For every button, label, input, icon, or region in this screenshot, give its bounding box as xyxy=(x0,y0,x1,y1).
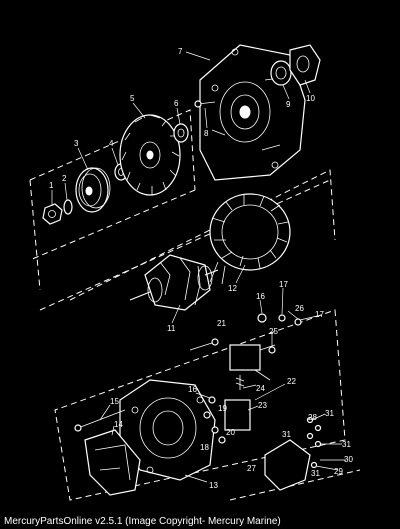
retainer-plate-part-10 xyxy=(289,44,321,86)
callout-5: 5 xyxy=(130,94,135,103)
callout-17-repeat: 17 xyxy=(315,310,324,319)
callout-2: 2 xyxy=(62,174,67,183)
callout-7: 7 xyxy=(178,47,183,56)
callout-31: 31 xyxy=(325,409,334,418)
callout-30: 30 xyxy=(344,455,353,464)
callout-1: 1 xyxy=(49,181,54,190)
callout-14: 14 xyxy=(114,420,123,429)
collar-part-6 xyxy=(173,123,189,143)
callout-16: 16 xyxy=(256,292,265,301)
rotor-part-11 xyxy=(129,254,219,311)
fan-part-5 xyxy=(119,114,181,196)
callout-10: 10 xyxy=(306,94,315,103)
callout-13: 13 xyxy=(209,481,218,490)
callout-9: 9 xyxy=(286,100,291,109)
nut-part-1 xyxy=(42,203,63,225)
callout-20: 20 xyxy=(226,428,235,437)
callout-11: 11 xyxy=(167,324,176,333)
callout-15: 15 xyxy=(110,397,119,406)
callout-12: 12 xyxy=(228,284,237,293)
callout-4: 4 xyxy=(109,139,114,148)
bearing-part-9 xyxy=(270,60,292,86)
pulley-part-3 xyxy=(75,167,111,213)
callout-27: 27 xyxy=(247,464,256,473)
callout-23: 23 xyxy=(258,401,267,410)
callout-26: 26 xyxy=(295,304,304,313)
callout-18: 18 xyxy=(200,443,209,452)
callout-29: 29 xyxy=(334,467,343,476)
image-caption: MercuryPartsOnline v2.5.1 (Image Copyrig… xyxy=(4,516,281,527)
exploded-view-diagram: 1 2 3 4 5 6 7 8 9 10 11 12 13 14 15 16 1… xyxy=(29,44,361,501)
callout-19: 19 xyxy=(218,404,227,413)
callout-24: 24 xyxy=(256,384,265,393)
regulator-assembly xyxy=(189,313,302,444)
leader-lines xyxy=(51,51,346,483)
terminal-boot-assembly xyxy=(264,416,322,491)
callout-8: 8 xyxy=(204,129,209,138)
callout-25: 25 xyxy=(269,327,278,336)
callout-16-repeat: 16 xyxy=(188,385,197,394)
callout-17: 17 xyxy=(279,280,288,289)
callout-31-repeat-a: 31 xyxy=(282,430,291,439)
callout-21: 21 xyxy=(217,319,226,328)
callout-22: 22 xyxy=(287,377,296,386)
washer-part-2 xyxy=(63,199,73,215)
section-boundaries xyxy=(29,109,361,501)
shield-part-14 xyxy=(84,429,141,496)
screw-part-8 xyxy=(194,100,216,108)
callout-31-repeat-b: 31 xyxy=(342,440,351,449)
callout-31-repeat-c: 31 xyxy=(311,469,320,478)
callout-labels: 1 2 3 4 5 6 7 8 9 10 11 12 13 14 15 16 1… xyxy=(49,47,353,490)
callout-28: 28 xyxy=(308,413,317,422)
stator-part-12 xyxy=(209,193,291,285)
bolt-part-15 xyxy=(74,409,126,432)
callout-3: 3 xyxy=(74,139,79,148)
callout-6: 6 xyxy=(174,99,179,108)
